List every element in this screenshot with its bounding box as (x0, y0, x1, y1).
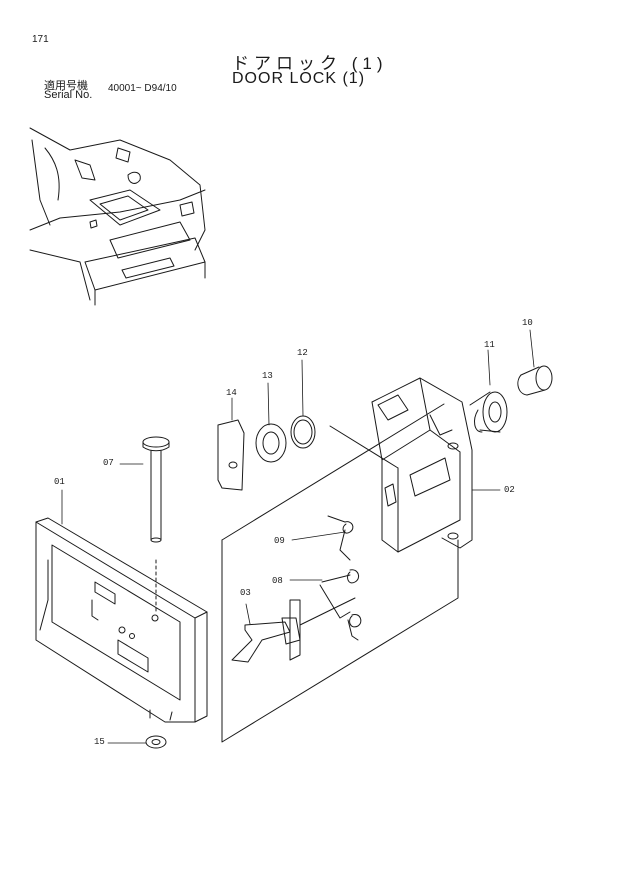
callout-07: 07 (103, 458, 114, 468)
callout-09: 09 (274, 536, 285, 546)
page-number: 171 (32, 34, 49, 45)
callout-08: 08 (272, 576, 283, 586)
callout-15: 15 (94, 737, 105, 747)
machine-context-sketch (30, 128, 205, 305)
callout-10: 10 (522, 318, 533, 328)
callout-02: 02 (504, 485, 515, 495)
part-02-bracket (372, 378, 472, 552)
callout-01: 01 (54, 477, 65, 487)
part-03-lever (232, 598, 355, 662)
part-11-lock-cylinder (470, 392, 507, 432)
serial-label-japanese: 適用号機 (44, 80, 88, 92)
callout-12: 12 (297, 348, 308, 358)
callout-11: 11 (484, 340, 495, 350)
serial-range: 40001~ D94/10 (108, 83, 177, 94)
part-08-09-springs (320, 516, 361, 640)
assembly-outline (222, 404, 458, 742)
title-english: DOOR LOCK (1) (232, 70, 366, 87)
part-14-plate (218, 420, 244, 490)
serial-label-english: Serial No. (44, 89, 93, 101)
callout-14: 14 (226, 388, 237, 398)
part-07-pin (143, 437, 169, 612)
title-japanese: ドアロック (1) (232, 54, 388, 73)
part-01-plate (36, 518, 207, 722)
callout-03: 03 (240, 588, 251, 598)
part-10-key (518, 366, 552, 395)
part-15-clip (146, 736, 166, 748)
leader-lines (62, 330, 534, 743)
part-13-nut (256, 424, 286, 462)
part-12-ring (291, 416, 315, 448)
callout-13: 13 (262, 371, 273, 381)
